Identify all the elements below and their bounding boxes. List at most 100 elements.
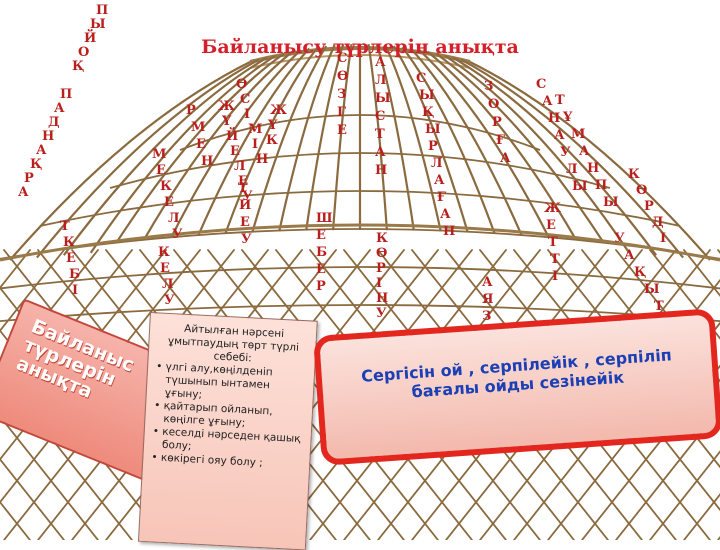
word-column-char: Т <box>555 93 565 108</box>
word-column-char: Б <box>316 245 328 260</box>
word-column-char: Е <box>337 123 347 138</box>
word-column-char: Қ <box>30 157 43 172</box>
word-column-char: М <box>571 127 586 142</box>
word-column-char: Я <box>482 292 494 307</box>
word-column-char: І <box>244 107 251 122</box>
word-column-char: Р <box>186 103 196 118</box>
word-column-char: М <box>152 147 167 162</box>
word-column-char: Л <box>375 73 387 88</box>
word-column-char: А <box>440 207 451 222</box>
word-column-char: Е <box>316 228 326 243</box>
word-column-char: А <box>36 143 47 158</box>
word-column-char: Н <box>256 152 269 167</box>
word-column-char: К <box>63 235 75 250</box>
word-column-char: Е <box>160 261 170 276</box>
word-column-char: Қ <box>634 265 647 280</box>
word-column-char: Е <box>316 262 326 277</box>
word-column-char: Д <box>48 115 60 130</box>
word-column-char: Й <box>226 129 239 144</box>
word-column-char: С <box>337 51 348 66</box>
word-column-char: Д <box>652 215 664 230</box>
word-column-char: О <box>488 97 500 112</box>
note-bullet-1-text: үлгі алу,көңілденіп түшынып ынтамен ұғын… <box>164 360 273 401</box>
word-column-char: Е <box>66 251 76 266</box>
word-column-char: П <box>60 87 73 102</box>
note-text: Айтылған нәрсені ұмытпаудың төрт түрлі с… <box>149 321 312 472</box>
word-column-char: М <box>248 122 263 137</box>
word-column-char: Р <box>492 115 502 130</box>
word-column-char: Т <box>238 181 248 196</box>
word-column-char: Н <box>548 111 561 126</box>
word-column-char: И <box>239 198 252 213</box>
word-column-char: Е <box>196 137 206 152</box>
word-column-char: Ө <box>636 183 648 198</box>
word-column-char: Ы <box>603 195 619 210</box>
word-column-char: А <box>624 248 635 263</box>
word-column-char: Б <box>69 267 81 282</box>
word-column-char: Н <box>443 224 456 239</box>
word-column-char: Ы <box>644 282 660 297</box>
word-column-char: Н <box>42 129 55 144</box>
word-column-char: А <box>375 145 386 160</box>
word-column-char: Ж <box>218 99 236 114</box>
word-column-char: Қ <box>72 59 85 74</box>
word-column-char: Л <box>431 156 443 171</box>
word-column-char: Ы <box>375 91 391 106</box>
word-column-char: К <box>628 167 640 182</box>
word-column-char: У <box>376 306 387 321</box>
word-column-char: У <box>560 145 571 160</box>
word-column-char: А <box>482 275 493 290</box>
word-column-char: Р <box>644 199 654 214</box>
word-column-char: І <box>252 137 259 152</box>
word-column-char: І <box>376 276 383 291</box>
word-column-char: Ө <box>337 69 349 84</box>
word-column-char: У <box>242 189 253 204</box>
word-column-char: Е <box>546 218 556 233</box>
word-column-char: Т <box>654 299 664 314</box>
word-column-char: Ө <box>376 246 388 261</box>
word-column-char: К <box>160 179 172 194</box>
word-column-char: Ғ <box>437 190 446 205</box>
word-column-char: Ы <box>572 179 588 194</box>
word-column-char: З <box>482 309 492 324</box>
word-column-char: Н <box>201 154 214 169</box>
word-column-char: Қ <box>422 105 435 120</box>
word-column-char: А <box>554 128 565 143</box>
word-column-char: Т <box>550 252 560 267</box>
word-column-char: Ш <box>316 211 333 226</box>
word-column-char: Г <box>337 105 346 120</box>
word-column-char: А <box>542 94 553 109</box>
bullet-icon: • <box>155 360 163 373</box>
page-title: Байланысу түрлерін анықта <box>201 36 519 58</box>
word-column-char: Ү <box>222 114 232 129</box>
word-column-char: Р <box>376 261 386 276</box>
word-column-char: З <box>484 79 494 94</box>
word-column-char: У <box>614 231 625 246</box>
word-column-char: С <box>536 77 547 92</box>
word-column-char: Ғ <box>496 133 505 148</box>
word-column-char: Р <box>316 279 326 294</box>
word-column-char: Ж <box>544 201 562 216</box>
note-bullet-2-text: қайтарып ойланып, көңілге ұғыну; <box>163 399 273 430</box>
word-column-char: Е <box>238 174 248 189</box>
word-column-char: Й <box>84 31 97 46</box>
word-column-char: С <box>240 92 251 107</box>
word-column-char: Р <box>24 171 34 186</box>
word-column-char: Л <box>234 159 246 174</box>
word-column-char: П <box>595 178 608 193</box>
word-column-char: А <box>375 55 386 70</box>
word-column-char: Ө <box>236 77 248 92</box>
word-column-char: Ы <box>419 88 435 103</box>
word-column-char: І <box>552 269 559 284</box>
word-column-char: У <box>172 227 183 242</box>
word-column-char: П <box>96 3 109 18</box>
word-column-char: Л <box>168 211 180 226</box>
word-column-char: Ұ <box>563 110 573 125</box>
bullet-icon: • <box>151 451 158 464</box>
word-column-char: Н <box>376 291 389 306</box>
bullet-icon: • <box>153 399 161 412</box>
word-column-char: Л <box>162 277 174 292</box>
word-column-char: С <box>375 109 386 124</box>
word-column-char: А <box>434 173 445 188</box>
word-column-char: Л <box>566 162 578 177</box>
